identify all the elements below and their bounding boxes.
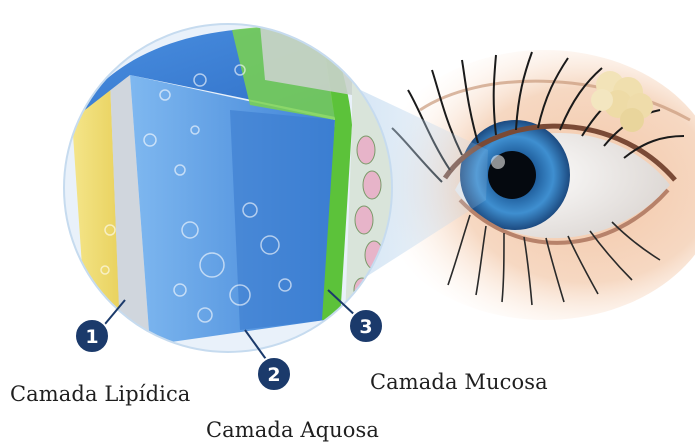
marker-3-number: 3 — [359, 316, 372, 338]
marker-2: 2 — [257, 357, 291, 391]
marker-2-number: 2 — [267, 364, 280, 386]
marker-1: 1 — [75, 319, 109, 353]
label-lipid-layer: Camada Lipídica — [10, 382, 190, 406]
marker-1-number: 1 — [85, 326, 98, 348]
label-mucous-layer: Camada Mucosa — [370, 370, 548, 394]
label-aqueous-layer: Camada Aquosa — [206, 418, 379, 442]
marker-3: 3 — [349, 309, 383, 343]
